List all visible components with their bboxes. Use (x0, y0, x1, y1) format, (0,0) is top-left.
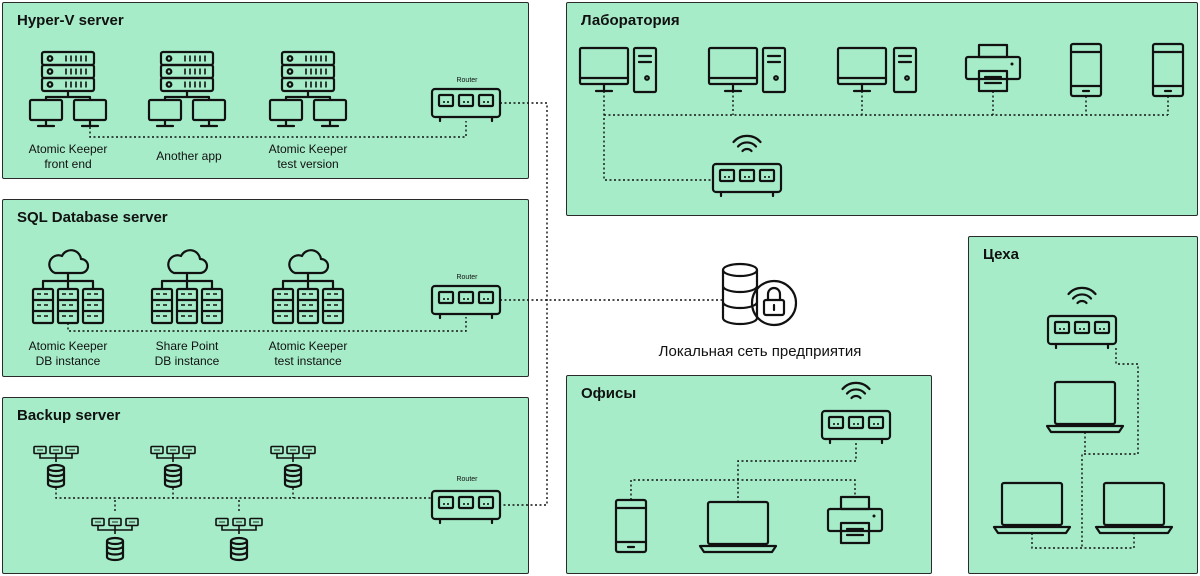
monitor-icon (72, 98, 108, 128)
monitor-icon (707, 46, 759, 93)
central-network-label: Локальная сеть предприятия (658, 343, 862, 360)
router-icon (1046, 314, 1118, 350)
server-icon (40, 50, 96, 93)
wifi-icon (732, 134, 762, 153)
workshops-panel: Цеха (968, 236, 1198, 574)
sql-group-3 (271, 249, 345, 325)
offices-panel: Офисы (566, 375, 932, 574)
rack-icon (200, 287, 224, 325)
workshop-switch (1046, 286, 1118, 350)
rack-icon (56, 287, 80, 325)
monitor-icon (191, 98, 227, 128)
rack-icon (271, 287, 295, 325)
router-icon (430, 284, 502, 320)
rack-icon (175, 287, 199, 325)
rack-icon (81, 287, 105, 325)
cloud-icon (167, 249, 209, 275)
workshops-title: Цеха (983, 246, 1019, 263)
lab-workstation-1 (578, 46, 658, 94)
backup-panel: Backup server (2, 397, 529, 574)
cloud-icon (288, 249, 330, 275)
laptop-icon (992, 481, 1072, 535)
backup-group-1 (33, 445, 79, 489)
phone-icon (1151, 42, 1185, 98)
office-switch (820, 381, 892, 445)
phone-icon (1069, 42, 1103, 98)
lab-switch (711, 134, 783, 198)
database-icon (163, 463, 183, 489)
rack-icon (296, 287, 320, 325)
phone-icon (614, 498, 648, 554)
backup-group-3 (270, 445, 316, 489)
database-icon (229, 536, 249, 562)
rack-icon (31, 287, 55, 325)
wifi-icon (841, 381, 871, 400)
rack-icon (321, 287, 345, 325)
lab-panel: Лаборатория (566, 2, 1198, 216)
monitor-icon (836, 46, 888, 93)
monitor-icon (312, 98, 348, 128)
router-label-sql: Router (456, 274, 478, 281)
sql-title: SQL Database server (17, 209, 168, 226)
laptop-icon (1094, 481, 1174, 535)
monitor-icon (578, 46, 630, 93)
server-icon (280, 50, 336, 93)
hyperv-group-1 (28, 50, 108, 128)
backup-group-2 (150, 445, 196, 489)
hyperv-label-2: Another app (156, 149, 222, 163)
database-icon (105, 536, 125, 562)
database-icon (283, 463, 303, 489)
printer-icon (826, 495, 884, 545)
rack-icon (150, 287, 174, 325)
tower-icon (632, 46, 658, 94)
lab-workstation-2 (707, 46, 787, 94)
router-icon (430, 489, 502, 525)
sql-group-2 (150, 249, 224, 325)
router-label-backup: Router (456, 476, 478, 483)
router-icon (430, 87, 502, 123)
printer-icon (964, 43, 1022, 93)
tower-icon (892, 46, 918, 94)
offices-title: Офисы (581, 385, 637, 402)
monitor-icon (147, 98, 183, 128)
router-icon (711, 162, 783, 198)
hyperv-group-3 (268, 50, 348, 128)
backup-group-4 (91, 517, 139, 562)
cloud-icon (48, 249, 90, 275)
backup-group-5 (215, 517, 263, 562)
tower-icon (761, 46, 787, 94)
server-icon (159, 50, 215, 93)
monitor-icon (28, 98, 64, 128)
lab-title: Лаборатория (581, 12, 680, 29)
database-icon (46, 463, 66, 489)
backup-title: Backup server (17, 407, 121, 424)
laptop-icon (1045, 380, 1125, 434)
hyperv-group-2 (147, 50, 227, 128)
laptop-icon (698, 500, 778, 554)
secure-database-icon (721, 262, 798, 327)
lab-workstation-3 (836, 46, 918, 94)
monitor-icon (268, 98, 304, 128)
router-label-hyperv: Router (456, 77, 478, 84)
router-icon (820, 409, 892, 445)
hyperv-title: Hyper-V server (17, 12, 124, 29)
sql-group-1 (31, 249, 105, 325)
wifi-icon (1067, 286, 1097, 305)
